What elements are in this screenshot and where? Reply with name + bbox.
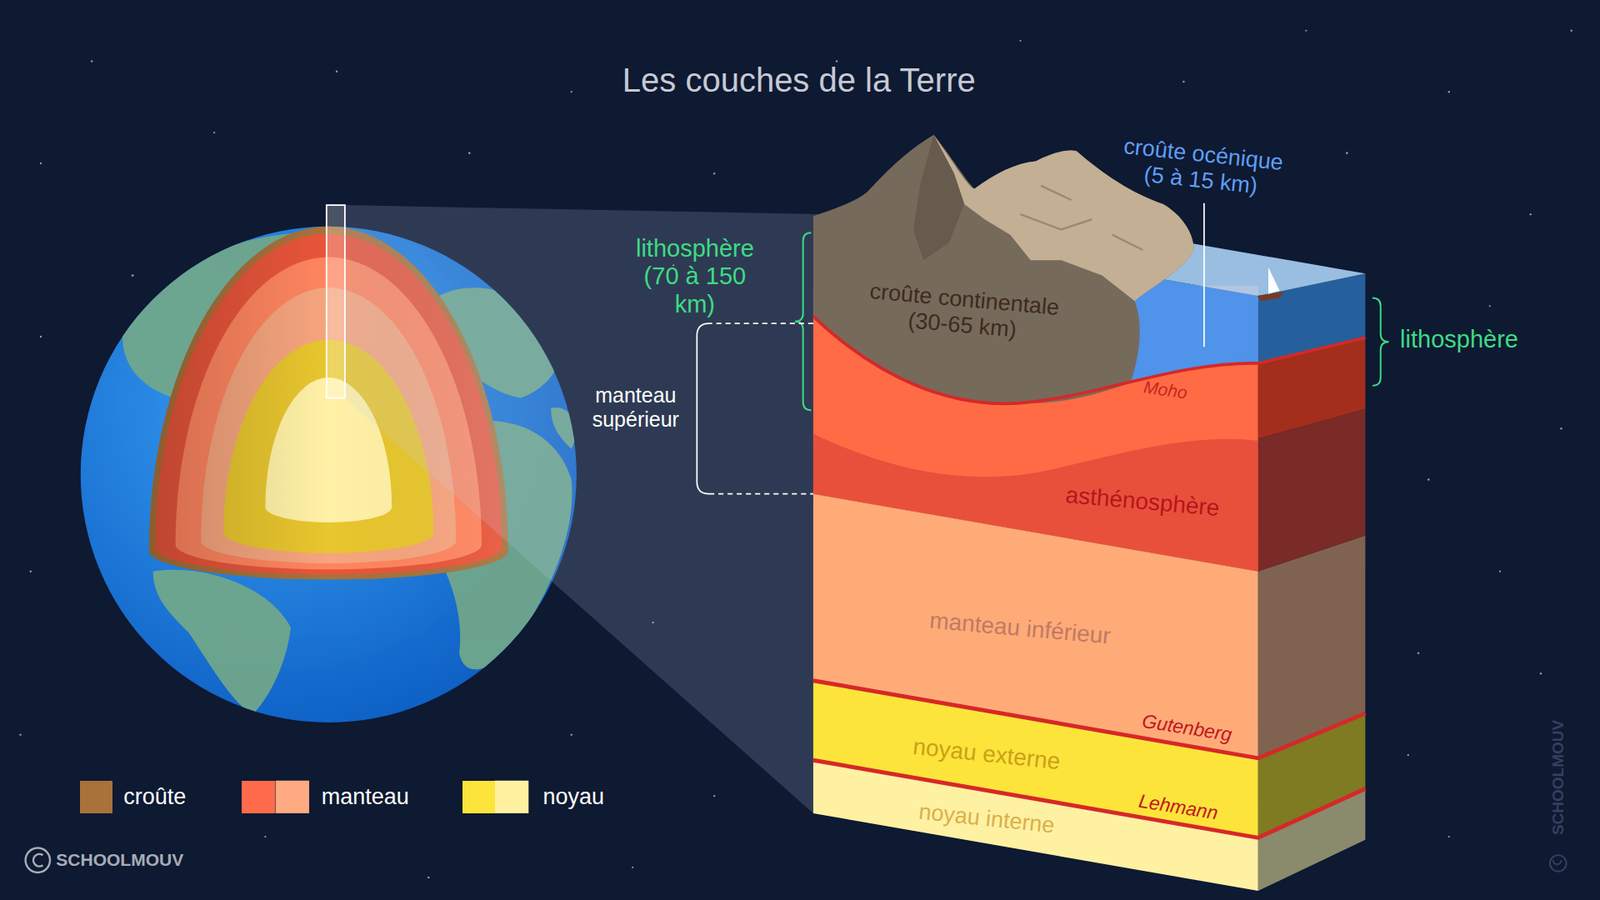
stars xyxy=(19,30,1573,880)
stars xyxy=(1540,672,1542,675)
layer-block-side xyxy=(1258,789,1366,891)
brackets xyxy=(1203,203,1205,348)
stars xyxy=(213,131,215,134)
stars xyxy=(631,866,634,869)
continental-crust-mountain xyxy=(913,135,965,261)
brackets xyxy=(795,232,812,410)
discontinuity-lines xyxy=(813,316,1365,405)
stars xyxy=(1499,570,1501,573)
stars xyxy=(570,733,572,735)
zoom-beam xyxy=(345,205,829,814)
boat xyxy=(1257,267,1285,301)
legend-swatch xyxy=(80,780,113,814)
stars xyxy=(335,70,338,72)
brackets xyxy=(696,203,1389,495)
stars xyxy=(1407,754,1410,756)
discontinuity-lines xyxy=(813,316,1365,839)
legend-second-swatches xyxy=(495,780,529,814)
stars xyxy=(1448,835,1450,838)
copyright-logos xyxy=(25,848,50,873)
legend-text: noyau xyxy=(542,784,606,810)
stars xyxy=(713,795,715,797)
stars xyxy=(713,172,715,175)
diagram-title: Les couches de la Terre xyxy=(621,60,977,100)
brackets xyxy=(709,323,814,494)
legend-swatch xyxy=(462,780,495,814)
layer-label: lithosphère xyxy=(1399,325,1520,354)
stars xyxy=(40,335,42,338)
stars xyxy=(1305,30,1307,32)
stars xyxy=(19,733,21,735)
copyright-logos xyxy=(1553,860,1562,865)
zoom-beam xyxy=(326,205,829,814)
stars xyxy=(427,876,430,879)
stars xyxy=(1448,90,1450,93)
stars xyxy=(468,151,471,155)
boat xyxy=(1268,267,1280,295)
stars xyxy=(570,90,573,93)
legend-text: croûte xyxy=(123,784,189,810)
layer-label: manteau inférieur xyxy=(928,607,1114,650)
stars xyxy=(1019,40,1021,42)
stars xyxy=(1560,427,1562,430)
stars xyxy=(1345,151,1349,155)
stars xyxy=(264,835,266,838)
legend-text: manteau xyxy=(321,784,412,810)
layer-label: croûte continentale (30-65 km) xyxy=(851,276,1075,348)
layer-label: asthénosphère xyxy=(1063,481,1222,522)
copyright-logos xyxy=(1550,855,1567,872)
legend-swatch xyxy=(241,780,275,814)
stars xyxy=(1489,305,1491,307)
zoom-beam xyxy=(326,205,345,398)
stars xyxy=(30,570,32,572)
discontinuity-label: Lehmann xyxy=(1136,790,1221,825)
legend-second-swatches xyxy=(275,780,530,814)
watermark: SCHOOLMOUV xyxy=(55,850,185,870)
brackets xyxy=(696,323,710,494)
layer-label: lithosphère (70 à 150 km) xyxy=(625,235,764,319)
stars xyxy=(90,60,93,62)
discontinuity-label: Gutenberg xyxy=(1139,709,1235,745)
stars xyxy=(1530,213,1532,215)
layer-label: noyau externe xyxy=(910,732,1063,775)
layer-label: croûte océnique (5 à 15 km) xyxy=(1112,132,1291,203)
watermark: SCHOOLMOUV xyxy=(1549,719,1568,837)
discontinuity-lines xyxy=(813,760,1365,838)
stars xyxy=(1182,80,1185,83)
legend-second-swatches xyxy=(275,780,310,814)
stars xyxy=(40,162,42,165)
copyright-logos xyxy=(25,848,1567,873)
globe xyxy=(153,570,291,715)
continental-crust-mountain xyxy=(1020,185,1143,250)
brackets xyxy=(1372,298,1390,386)
stars xyxy=(1570,30,1572,32)
discontinuity-label: Moho xyxy=(1140,376,1190,404)
copyright-logos xyxy=(33,854,43,867)
layer-label: noyau interne xyxy=(916,798,1057,839)
layer-label: manteau supérieur xyxy=(583,383,689,432)
stars xyxy=(1427,478,1430,481)
discontinuity-lines xyxy=(813,680,1365,759)
stars xyxy=(1417,651,1420,654)
stars xyxy=(131,274,135,277)
